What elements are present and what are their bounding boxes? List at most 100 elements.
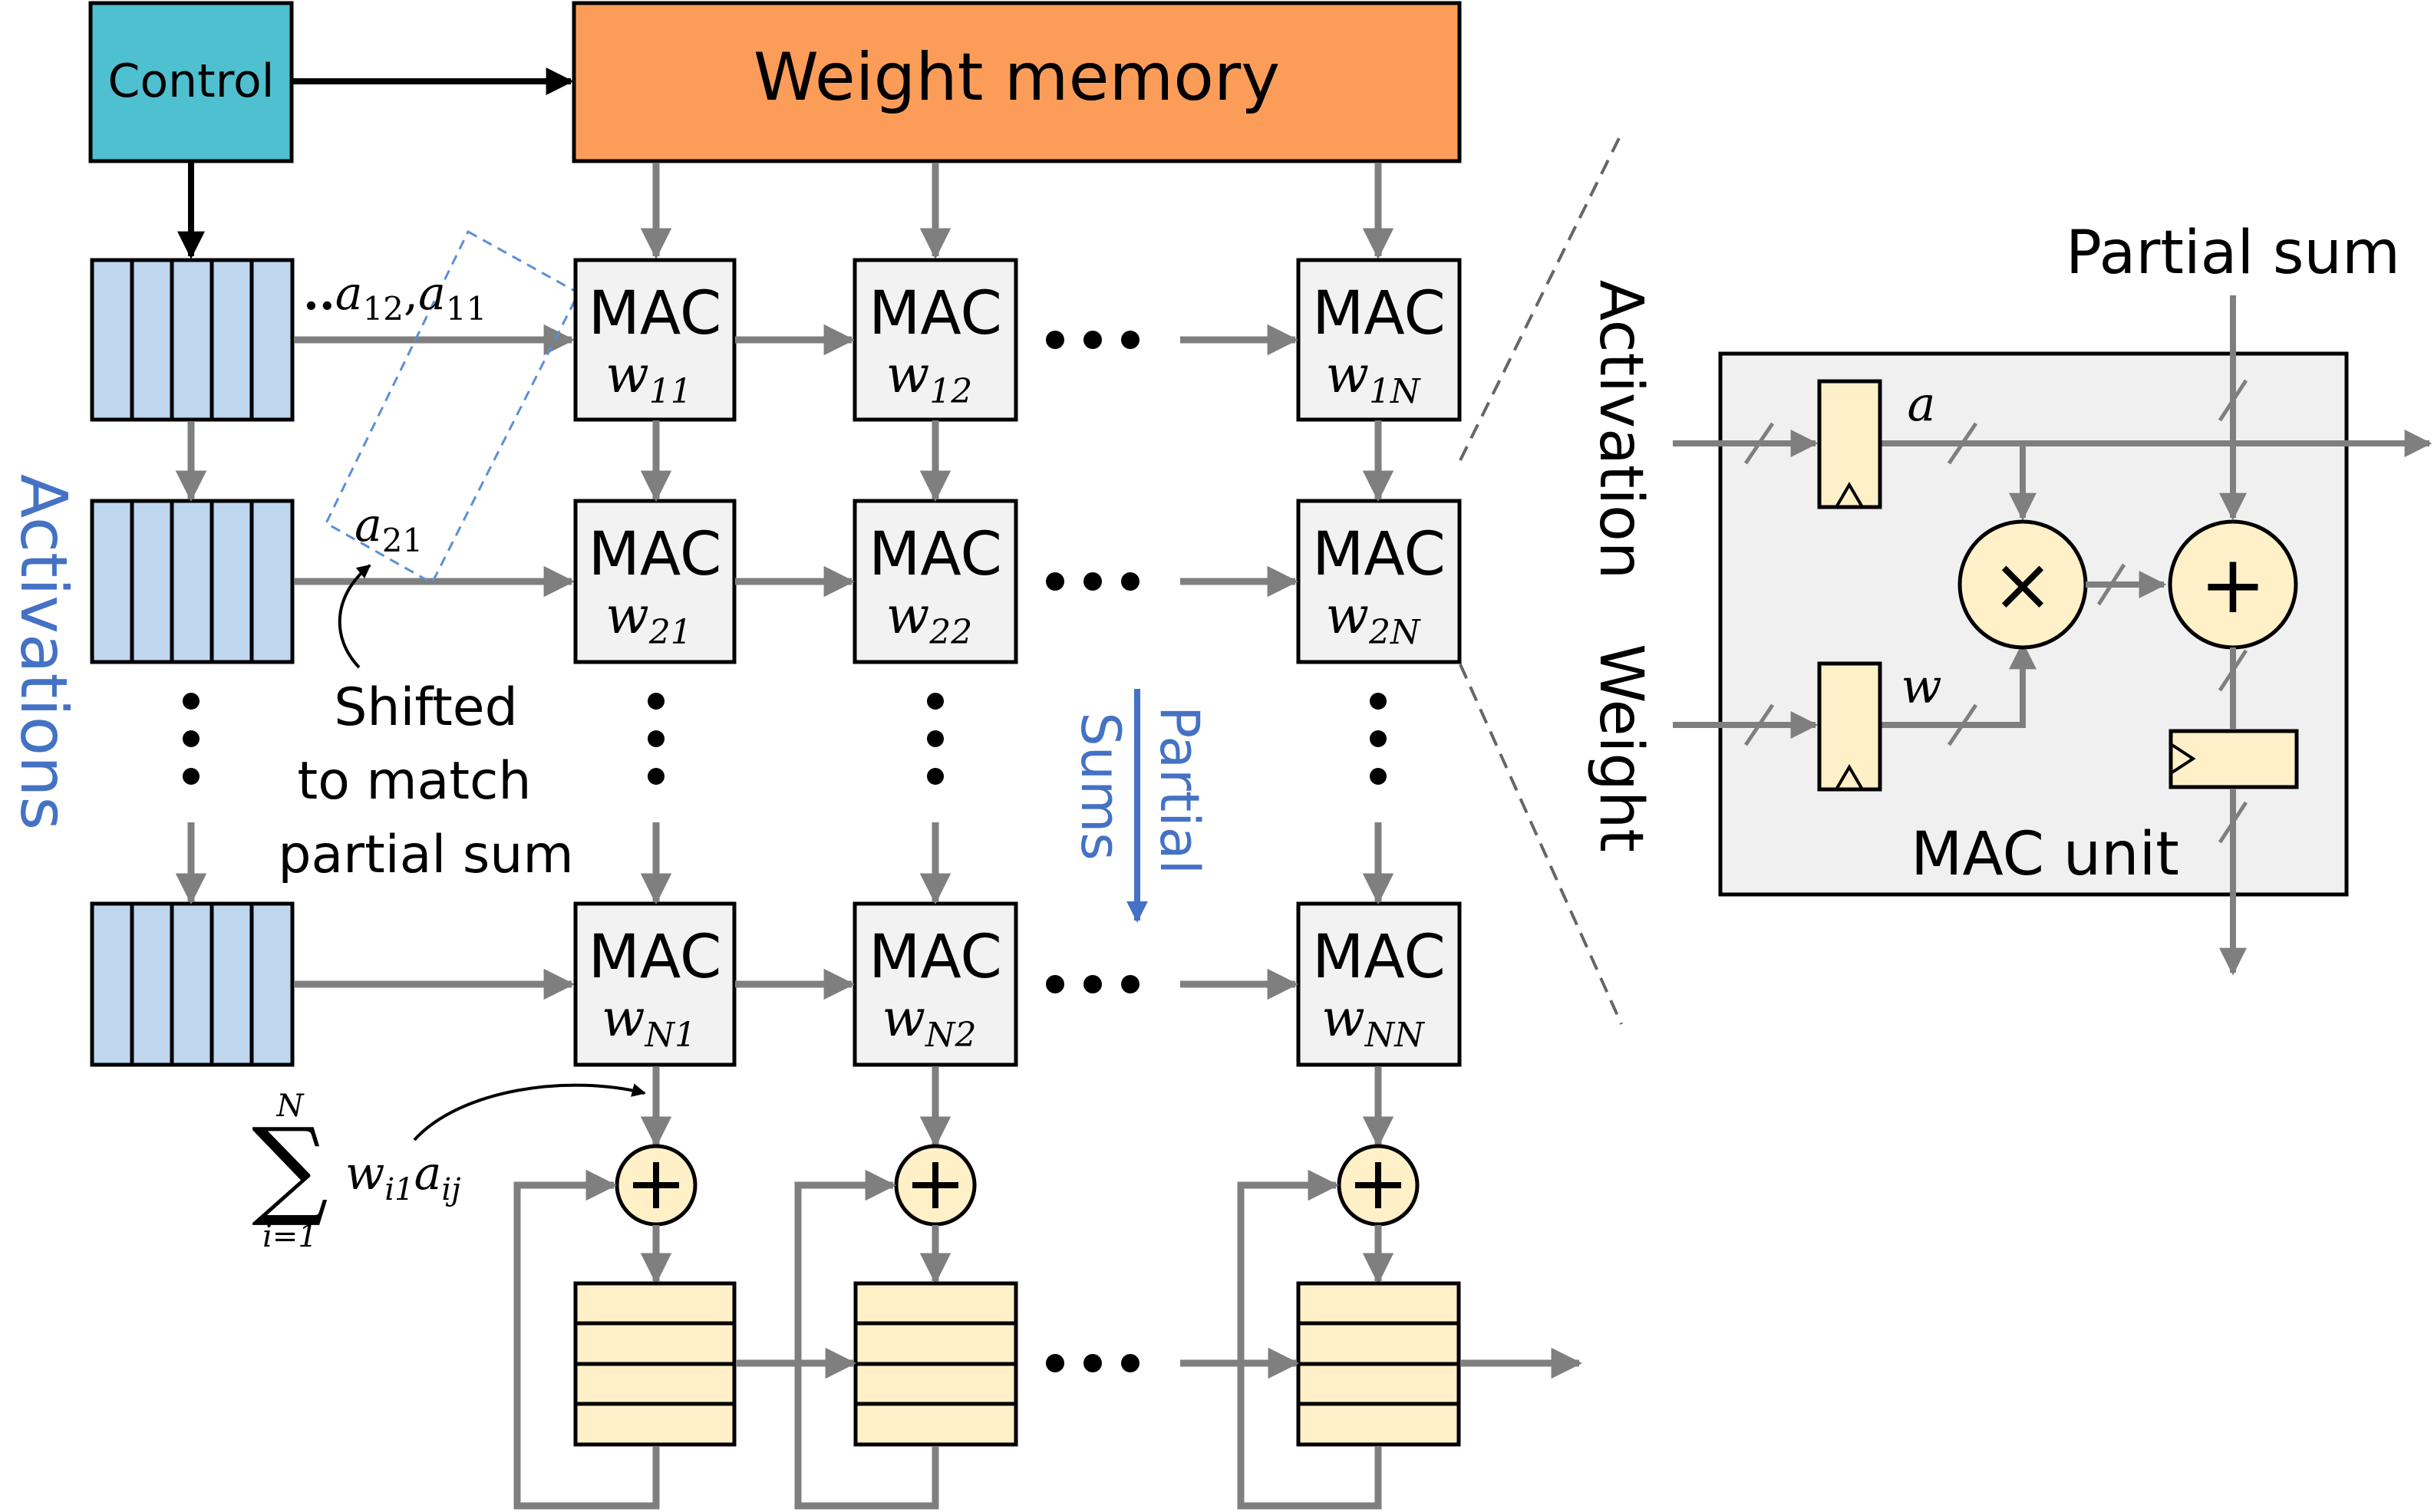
weight-symbol: w [1326,586,1370,645]
mac-weight-label: w12 [886,345,973,411]
weight-symbol: w [886,586,930,645]
activation-register [1817,379,1882,509]
sum-upper-limit: N [276,1089,305,1124]
mac-box-outline [573,901,737,1067]
zoom-guide-line [1459,664,1623,1025]
term-w: w [345,1147,384,1201]
shift-note-line1: Shifted [334,677,518,738]
activations-side-label: Activations [6,474,81,830]
a12-symbol: a [335,267,363,321]
term-a-subscript: ij [441,1172,460,1207]
mac-label: MAC [589,520,722,589]
mac-label: MAC [869,279,1002,348]
bus-tick [1743,422,1775,465]
leading-dots: .. [303,267,335,321]
bus-tick [2218,801,2248,844]
term-w-subscript: i1 [384,1172,414,1207]
weight-symbol: w [1326,345,1370,404]
mac-grid: MACw11MACw12MACw1NMACw21MACw22MACw2NMACw… [573,258,1462,1067]
horizontal-ellipsis [1046,331,1139,1372]
shift-note-line3: partial sum [278,825,573,885]
feedback-loop-arrow [513,1169,660,1510]
activation-row1-label: ..a12,a11 [303,267,486,328]
partial-sums-label-line2: Sums [1069,712,1132,860]
weight-symbol: w [605,345,649,404]
mac-label: MAC [589,279,722,348]
weight-symbol: w [605,586,649,645]
partial-sums-label-line1: Partial [1148,706,1211,875]
a-label: a [1908,376,1936,432]
weight-subscript: 22 [928,613,972,652]
add-symbol: + [2199,538,2266,631]
control-label: Control [108,54,275,108]
bus-tick [1947,703,1978,746]
mac-label: MAC [1312,520,1446,589]
weight-subscript: 2N [1368,613,1421,652]
activation-input-label: Activation [1586,280,1655,580]
weight-input-label: Weight [1586,644,1655,852]
sum-term: wi1aij [345,1147,461,1207]
bus-tick [2096,563,2126,606]
mac-box-outline [853,901,1018,1067]
bus-tick [1947,422,1978,465]
mac-label: MAC [869,923,1002,992]
weight-memory-label: Weight memory [754,39,1280,116]
adder [894,1144,977,1227]
a12-subscript: 12 [363,290,404,328]
adder [615,1144,698,1227]
a21-subscript: 21 [382,522,423,559]
mac-box-outline [1296,258,1462,422]
mac-weight-label: w22 [886,586,973,652]
weight-symbol: w [882,989,926,1048]
activation-buffer [90,499,295,664]
mac-weight-label: wN1 [602,989,696,1055]
weight-register [1817,661,1882,792]
mac-box-outline [1296,901,1462,1067]
bus-tick [1743,703,1775,746]
multiply-symbol: × [1992,542,2053,628]
feedback-loop-arrow [1237,1169,1382,1510]
summation-pointer [413,1083,646,1141]
control-block: Control [88,1,294,163]
a21-symbol: a [355,499,382,552]
weight-subscript: NN [1364,1016,1426,1055]
a11-symbol: a [418,267,446,321]
bus-tick [2218,379,2248,422]
mac-label: MAC [1312,923,1446,992]
mac-weight-label: w2N [1326,586,1421,652]
mac-label: MAC [589,923,722,992]
weight-symbol: w [602,989,645,1048]
comma: , [404,267,418,321]
a11-subscript: 11 [446,290,486,328]
mac-weight-label: wN2 [882,989,977,1055]
mac-unit-detail: Partial sum Activation Weight MAC unit a… [1586,219,2432,976]
sum-sigma: ∑ [252,1105,328,1230]
output-register [2169,729,2299,789]
vertical-ellipsis [183,693,200,785]
mac-weight-label: w11 [605,345,692,411]
mac-unit-title: MAC unit [1911,820,2179,889]
term-a: a [414,1147,442,1201]
weight-subscript: 21 [648,613,692,652]
bus-tick [2218,649,2248,692]
mac-weight-label: w1N [1326,345,1421,411]
weight-subscript: 11 [649,372,692,411]
zoom-guide-line [1459,137,1621,461]
mac-label: MAC [1312,279,1446,348]
weight-symbol: w [1321,989,1365,1048]
mac-box-outline [853,499,1018,664]
weight-subscript: N1 [645,1016,697,1055]
activation-row2-label: a21 [355,499,423,559]
accumulator-buffer [573,1281,737,1447]
w-label: w [1901,658,1941,714]
weight-to-multiplier-arrow [1880,641,2037,728]
weight-subscript: N2 [925,1016,977,1055]
